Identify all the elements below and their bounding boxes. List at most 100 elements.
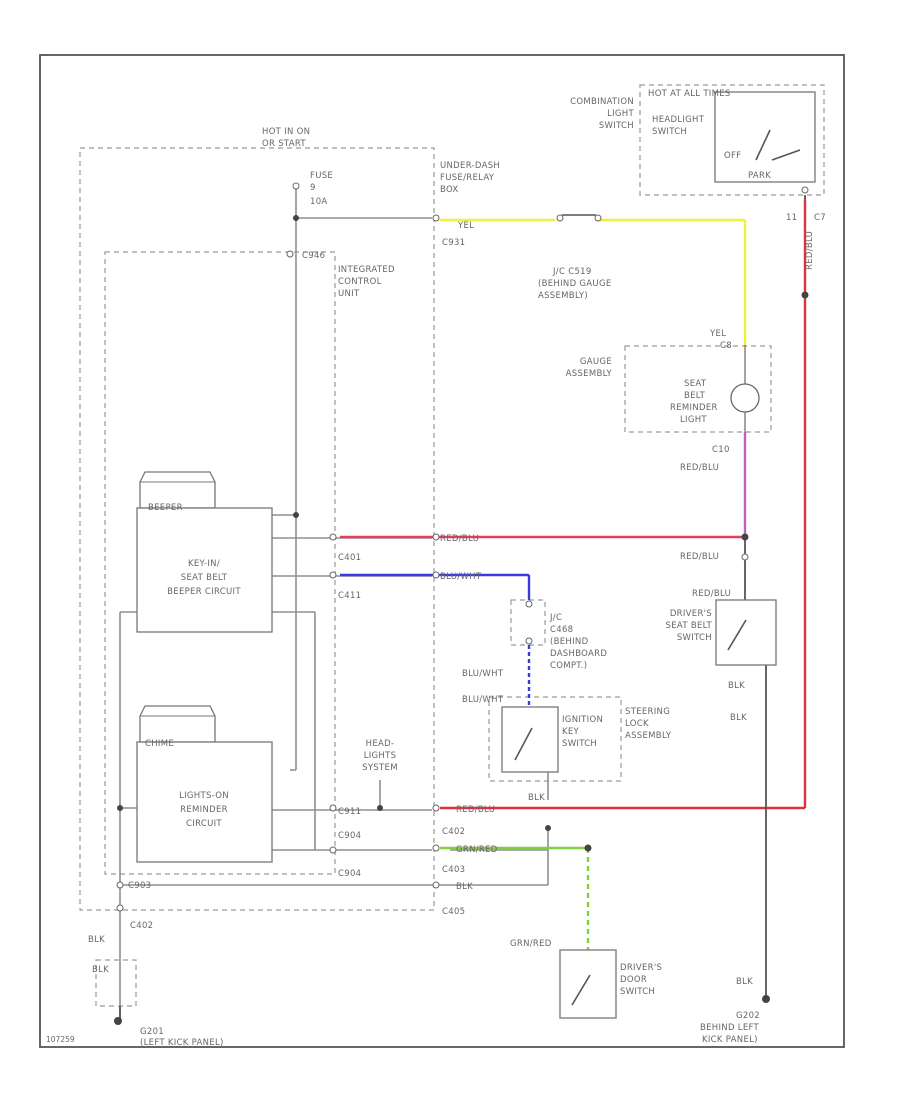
c7-label-1: 11 — [786, 213, 797, 223]
blk-ds-label: BLK — [728, 681, 745, 691]
steering-lock-label-1: STEERING — [625, 707, 670, 717]
fuse-label-2: 9 — [310, 183, 316, 193]
c411-label: C411 — [338, 591, 361, 601]
jc-c468-label-3: (BEHIND — [550, 637, 589, 647]
jc-c519-label-2: (BEHIND GAUGE — [538, 279, 612, 289]
g201-outline — [95, 959, 137, 1007]
headlights-label-2: LIGHTS — [364, 751, 397, 761]
headlight-switch-box — [714, 91, 816, 183]
combo-switch-label-3: SWITCH — [599, 121, 634, 131]
c405-label: C405 — [442, 907, 465, 917]
red-blu-ds-label-2: RED/BLU — [692, 589, 731, 599]
gauge-assembly-label-1: GAUGE — [580, 357, 612, 367]
yel-c8-label-1: YEL — [709, 329, 726, 339]
red-blu-violet-label: RED/BLU — [680, 463, 719, 473]
reminder-lamp-label-2: BELT — [684, 391, 706, 401]
steering-lock-label-3: ASSEMBLY — [625, 731, 672, 741]
diagram-id-label: 107259 — [46, 1035, 75, 1044]
reminder-lamp-label-1: SEAT — [684, 379, 707, 389]
blk-bottom-wire-label: BLK — [456, 882, 473, 892]
fuse-label-1: FUSE — [310, 171, 333, 181]
driver-seat-belt-label-1: DRIVER'S — [670, 609, 712, 619]
blu-wht-lower-label: BLU/WHT — [462, 695, 504, 705]
c911-label: C911 — [338, 807, 361, 817]
icu-outline — [104, 251, 336, 875]
c402-left-label: C402 — [130, 921, 153, 931]
headlight-switch-label-2: SWITCH — [652, 127, 687, 137]
combo-switch-label-1: COMBINATION — [570, 97, 634, 107]
steering-lock-outline — [488, 696, 622, 782]
c904-label-2: C904 — [338, 869, 361, 879]
driver-door-label-3: SWITCH — [620, 987, 655, 997]
beeper-circuit-label-2: SEAT BELT — [181, 573, 228, 583]
gauge-outline — [624, 345, 772, 433]
jc-c519-label-1: J/C C519 — [552, 267, 592, 277]
ignition-key-label-1: IGNITION — [562, 715, 603, 725]
g202-label-3: KICK PANEL) — [702, 1035, 758, 1045]
chime-unit — [136, 705, 273, 863]
g201-label-2: (LEFT KICK PANEL) — [140, 1038, 224, 1048]
park-label: PARK — [748, 171, 771, 181]
red-blu-bottom-label: RED/BLU — [456, 805, 495, 815]
gauge-assembly-label-2: ASSEMBLY — [566, 369, 613, 379]
combo-switch-label-2: LIGHT — [607, 109, 634, 119]
underdash-label-3: BOX — [440, 185, 459, 195]
driver-seat-belt-switch-box — [715, 599, 777, 666]
hot-at-all-times-label: HOT AT ALL TIMES — [648, 89, 731, 99]
red-blu-pink-wire-label: RED/BLU — [440, 534, 479, 544]
steering-lock-label-2: LOCK — [625, 719, 649, 729]
c403-label: C403 — [442, 865, 465, 875]
driver-door-label-1: DRIVER'S — [620, 963, 662, 973]
blk-ds-label-2: BLK — [730, 713, 747, 723]
headlight-switch-label-1: HEADLIGHT — [652, 115, 705, 125]
grn-red-wire-label: GRN/RED — [456, 845, 498, 855]
reminder-lamp-label-4: LIGHT — [680, 415, 707, 425]
junction-dots — [117, 215, 809, 852]
jc-c468-label-1: J/C — [549, 613, 562, 623]
jc-c468-outline — [510, 599, 546, 646]
beeper-circuit-label-3: BEEPER CIRCUIT — [167, 587, 241, 597]
underdash-label-2: FUSE/RELAY — [440, 173, 495, 183]
switch-contact-icons — [514, 129, 801, 1006]
blk-left-label-2: BLK — [92, 965, 109, 975]
headlights-label-3: SYSTEM — [362, 763, 398, 773]
terminals — [116, 182, 809, 912]
blk-left-label-1: BLK — [88, 935, 105, 945]
hot-in-on-label-1: HOT IN ON — [262, 127, 310, 137]
blk-ign-label: BLK — [528, 793, 545, 803]
reminder-circuit-label-1: LIGHTS-ON — [179, 791, 229, 801]
blk-g202-label: BLK — [736, 977, 753, 987]
ignition-key-switch-box — [501, 706, 559, 773]
fuse-label-3: 10A — [310, 197, 328, 207]
beeper-label: BEEPER — [148, 503, 183, 513]
g202-label-1: G202 — [736, 1011, 760, 1021]
chime-label: CHIME — [145, 739, 174, 749]
reminder-circuit-label-3: CIRCUIT — [186, 819, 222, 829]
c946-label: C946 — [302, 251, 325, 261]
beeper-unit — [136, 471, 273, 633]
g201-label-1: G201 — [140, 1027, 164, 1037]
g202-label-2: BEHIND LEFT — [700, 1023, 760, 1033]
c7-label-2: C7 — [814, 213, 826, 223]
ignition-key-label-2: KEY — [562, 727, 580, 737]
driver-door-label-2: DOOR — [620, 975, 647, 985]
yel-c8-label-2: C8 — [720, 341, 732, 351]
yel-wire-label: YEL — [457, 221, 474, 231]
headlights-label-1: HEAD- — [366, 739, 395, 749]
hot-in-on-label-2: OR START — [262, 139, 306, 149]
reminder-lamp-label-3: REMINDER — [670, 403, 718, 413]
red-blu-vertical-label: RED/BLU — [805, 231, 815, 270]
reminder-lamp-icon — [730, 383, 760, 413]
reminder-circuit-label-2: REMINDER — [180, 805, 228, 815]
ignition-key-label-3: SWITCH — [562, 739, 597, 749]
jc-c468-label-4: DASHBOARD — [550, 649, 607, 659]
blu-wht-upper-label: BLU/WHT — [462, 669, 504, 679]
beeper-circuit-label-1: KEY-IN/ — [188, 559, 220, 569]
driver-door-switch-box — [559, 949, 617, 1019]
off-label: OFF — [724, 151, 741, 161]
icu-label-3: UNIT — [338, 289, 360, 299]
c10-label: C10 — [712, 445, 730, 455]
c402-label: C402 — [442, 827, 465, 837]
c401-label: C401 — [338, 553, 361, 563]
underdash-label-1: UNDER-DASH — [440, 161, 500, 171]
